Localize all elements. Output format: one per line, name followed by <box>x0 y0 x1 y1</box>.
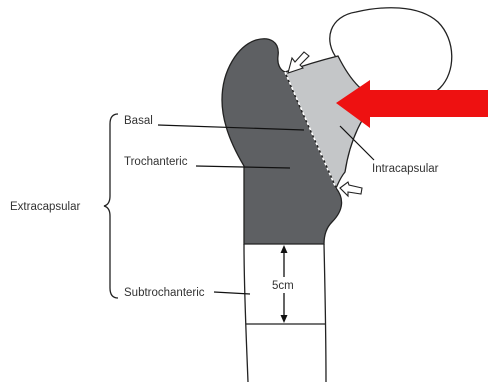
lower-capsule-arrow-icon <box>340 182 362 196</box>
label-measurement-5cm: 5cm <box>272 280 294 292</box>
measurement-arrowhead-bottom <box>281 315 288 323</box>
femoral-shaft-left-edge <box>244 244 248 382</box>
label-intracapsular: Intracapsular <box>372 163 439 175</box>
label-basal: Basal <box>124 115 153 127</box>
label-trochanteric: Trochanteric <box>124 156 188 168</box>
label-extracapsular: Extracapsular <box>10 201 80 213</box>
measurement-arrowhead-top <box>281 245 288 253</box>
label-subtrochanteric: Subtrochanteric <box>124 287 205 299</box>
femoral-shaft-right-edge <box>324 244 326 382</box>
extracapsular-brace <box>104 114 118 298</box>
